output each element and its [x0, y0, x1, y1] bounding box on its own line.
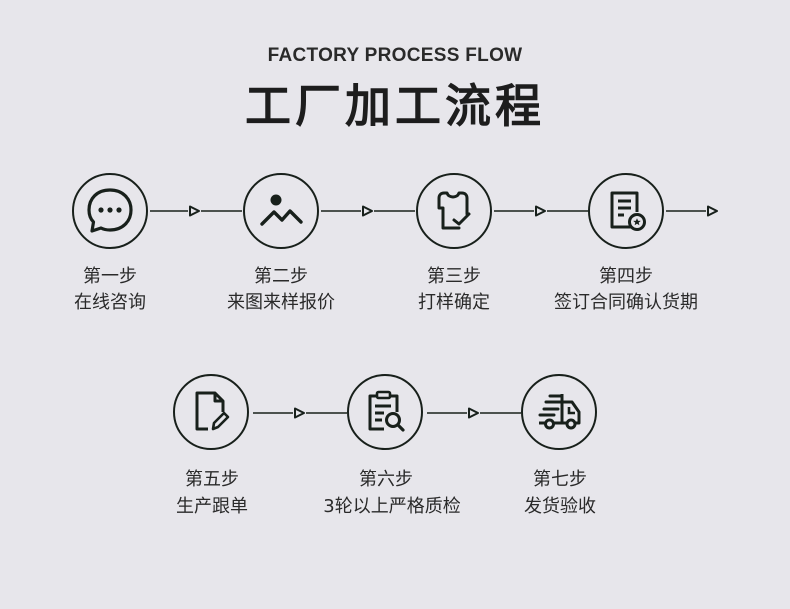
step-3-circle	[416, 173, 492, 249]
step-6-desc: 3轮以上严格质检	[323, 496, 461, 517]
document-edit-icon	[195, 391, 230, 431]
step-5-desc: 生产跟单	[176, 496, 248, 517]
step-2-circle	[243, 173, 319, 249]
clipboard-search-icon	[368, 390, 405, 432]
delivery-truck-icon	[538, 394, 581, 430]
chat-bubble-icon	[87, 188, 133, 233]
page-title: 工厂加工流程	[245, 79, 545, 133]
step-7-title: 第七步	[533, 469, 587, 490]
step-7-desc: 发货验收	[524, 496, 596, 517]
step-5-title: 第五步	[185, 469, 239, 490]
connector-arrow	[150, 204, 242, 218]
step-1-title: 第一步	[83, 266, 137, 287]
step-2-title: 第二步	[254, 266, 308, 287]
connector-arrow	[427, 406, 521, 420]
step-6-title: 第六步	[359, 469, 413, 490]
step-7-circle	[521, 374, 597, 450]
header-subtitle: FACTORY PROCESS FLOW	[267, 45, 523, 66]
step-1-desc: 在线咨询	[74, 292, 146, 313]
connector-arrow	[321, 204, 415, 218]
step-4-desc: 签订合同确认货期	[554, 292, 698, 313]
connector-arrow	[666, 204, 720, 218]
step-4-circle	[588, 173, 664, 249]
connector-arrow	[494, 204, 588, 218]
connector-arrow	[253, 406, 347, 420]
shirt-check-icon	[437, 191, 471, 230]
step-4-title: 第四步	[599, 266, 653, 287]
step-3-desc: 打样确定	[418, 292, 490, 313]
step-2-desc: 来图来样报价	[227, 292, 335, 313]
step-3-title: 第三步	[427, 266, 481, 287]
step-5-circle	[173, 374, 249, 450]
contract-icon	[610, 191, 646, 231]
image-icon	[260, 194, 303, 226]
step-6-circle	[347, 374, 423, 450]
step-1-circle	[72, 173, 148, 249]
